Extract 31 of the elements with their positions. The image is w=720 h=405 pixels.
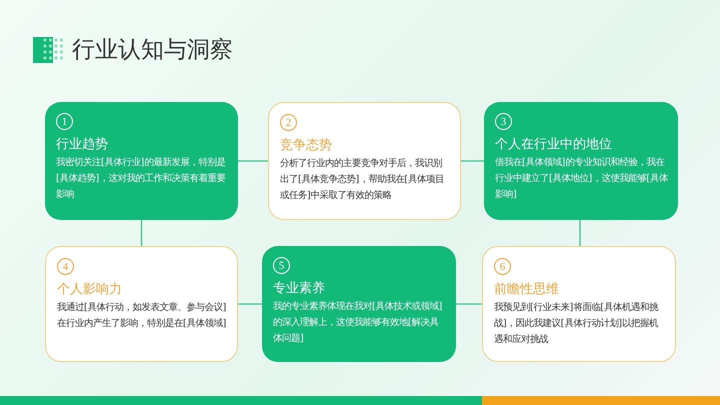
card xyxy=(45,246,238,362)
card-title: 专业素养 xyxy=(273,280,326,297)
number-badge: 3 xyxy=(495,113,512,130)
card xyxy=(262,246,456,362)
card-text: 我预见到[行业未来]将面临[具体机遇和挑战]，因此我建议[具体行动计划]以把握机遇和应对挑战 xyxy=(494,301,660,347)
slide-title: 行业认知与洞察 xyxy=(72,36,233,65)
card-title: 竞争态势 xyxy=(280,137,333,154)
connector-line xyxy=(579,220,581,246)
card xyxy=(484,102,678,220)
number-badge: 6 xyxy=(494,258,511,275)
card-text: 我的专业素养体现在我对[具体技术或领域]的深入理解上，这使我能够有效地[解决具体问题] xyxy=(273,300,444,346)
card-title: 个人在行业中的地位 xyxy=(495,136,613,153)
number-badge: 4 xyxy=(57,258,74,275)
number-badge: 5 xyxy=(273,257,290,274)
connector-line xyxy=(140,220,142,246)
card-title: 个人影响力 xyxy=(57,281,123,298)
card-title: 前瞻性思维 xyxy=(494,281,560,298)
card xyxy=(268,102,461,220)
number-badge: 1 xyxy=(56,113,73,130)
card-text: 分析了行业内的主要竞争对手后，我识别出了[具体竞争态势]，帮助我在[具体项目或任务]中采取了有效的策略 xyxy=(280,157,445,203)
connector-line xyxy=(238,160,268,162)
connector-line xyxy=(461,160,484,162)
card-text: 我密切关注[具体行业]的最新发展，特别是[具体趋势]，这对我的工作和决策有着重要影响 xyxy=(56,156,226,202)
connector-line xyxy=(456,303,482,305)
card-text: 借我在[具体领域]的专业知识和经验，我在行业中建立了[具体地位]，这使我能够[具体影响] xyxy=(495,156,668,202)
card-title: 行业趋势 xyxy=(56,136,109,153)
connector-line xyxy=(238,303,262,305)
card xyxy=(45,102,238,220)
card-text: 我通过[具体行动，如发表文章、参与会议]在行业内产生了影响，特别是在[具体领域] xyxy=(57,301,227,331)
number-badge: 2 xyxy=(280,114,297,131)
card xyxy=(482,246,676,362)
